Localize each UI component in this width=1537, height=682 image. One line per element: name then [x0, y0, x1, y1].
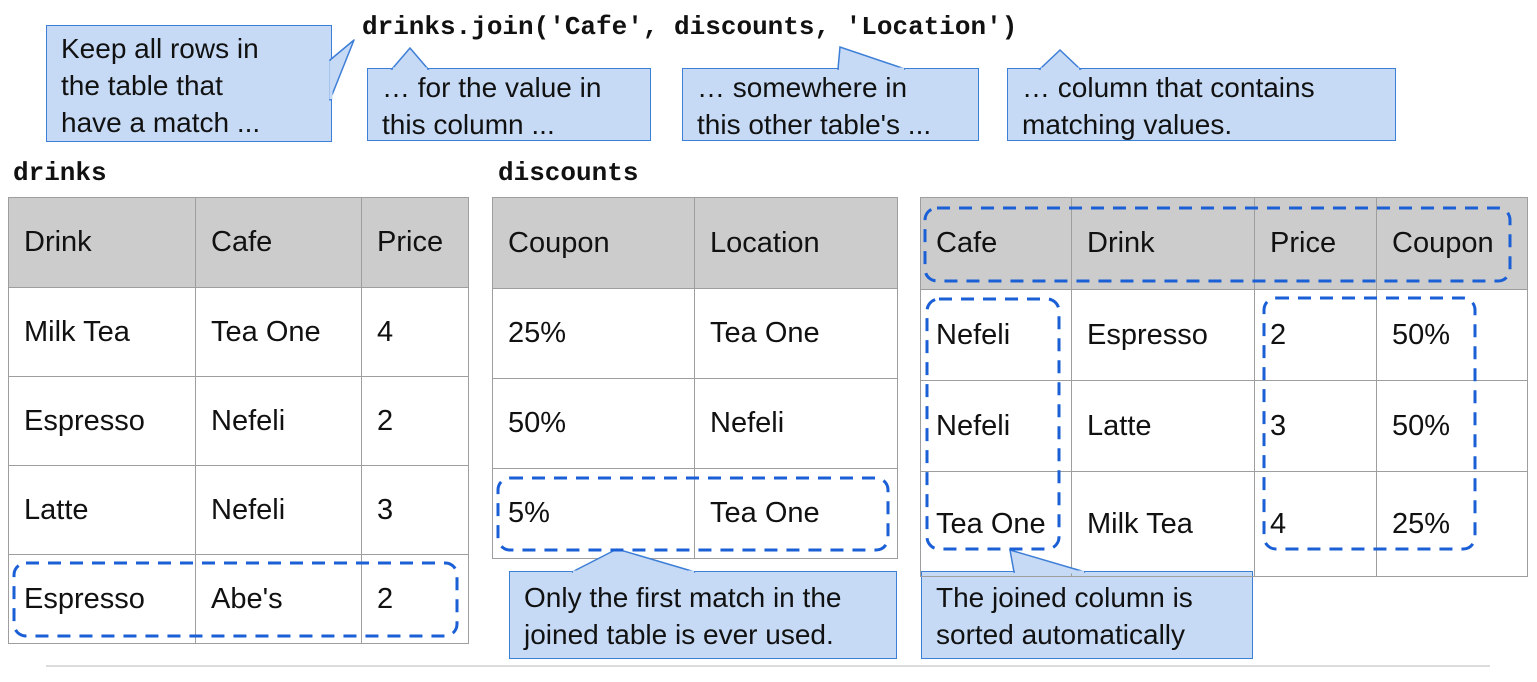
table-cell: Nefeli: [694, 378, 898, 469]
table-cell: Tea One: [694, 468, 898, 559]
callout-first-match: Only the first match in the joined table…: [509, 571, 897, 659]
column-header: Coupon: [1376, 197, 1528, 290]
callout-sorted: The joined column is sorted automaticall…: [921, 571, 1253, 659]
table-cell: 50%: [492, 378, 695, 469]
table-cell: Tea One: [694, 288, 898, 379]
table-cell: Latte: [8, 465, 196, 555]
drinks-header-row: Drink Cafe Price: [8, 197, 469, 288]
table-cell: Milk Tea: [1071, 471, 1255, 577]
column-header: Price: [361, 197, 469, 288]
table-cell: Nefeli: [195, 376, 362, 466]
join-code-expression: drinks.join('Cafe', discounts, 'Location…: [362, 12, 1018, 42]
table-row: Tea One Milk Tea 4 25%: [920, 471, 1528, 577]
table-row: Nefeli Espresso 2 50%: [920, 289, 1528, 381]
table-cell: 25%: [1376, 471, 1528, 577]
callout-pointer: [390, 46, 430, 70]
table-cell: 4: [361, 287, 469, 377]
drinks-table: Drink Cafe Price Milk Tea Tea One 4 Espr…: [8, 197, 469, 644]
table-cell: Nefeli: [920, 289, 1072, 381]
table-cell: 4: [1254, 471, 1377, 577]
column-header: Location: [694, 197, 898, 289]
table-cell: Nefeli: [195, 465, 362, 555]
table-row: 5% Tea One: [492, 468, 898, 559]
table-cell: Espresso: [8, 554, 196, 644]
column-header: Coupon: [492, 197, 695, 289]
table-cell: 3: [1254, 380, 1377, 472]
table-cell: 3: [361, 465, 469, 555]
table-row: Milk Tea Tea One 4: [8, 287, 469, 377]
joined-header-row: Cafe Drink Price Coupon: [920, 197, 1528, 290]
table-row: Latte Nefeli 3: [8, 465, 469, 555]
callout-somewhere: … somewhere in this other table's ...: [682, 68, 979, 141]
table-cell: Espresso: [8, 376, 196, 466]
callout-pointer: [837, 45, 906, 70]
table-row: 50% Nefeli: [492, 378, 898, 469]
table-cell: Tea One: [195, 287, 362, 377]
table-cell: 50%: [1376, 289, 1528, 381]
table-row: Espresso Nefeli 2: [8, 376, 469, 466]
table-cell: 25%: [492, 288, 695, 379]
table-cell: 2: [1254, 289, 1377, 381]
table-cell: 2: [361, 554, 469, 644]
drinks-table-title: drinks: [13, 158, 107, 188]
column-header: Drink: [1071, 197, 1255, 290]
discounts-table: Coupon Location 25% Tea One 50% Nefeli 5…: [492, 197, 898, 559]
column-header: Drink: [8, 197, 196, 288]
table-cell: Latte: [1071, 380, 1255, 472]
callout-pointer: [1038, 48, 1082, 70]
column-header: Cafe: [920, 197, 1072, 290]
callout-pointer: [329, 39, 355, 101]
joined-table: Cafe Drink Price Coupon Nefeli Espresso …: [920, 197, 1528, 577]
callout-for-value: … for the value in this column ...: [367, 68, 651, 141]
table-cell: Espresso: [1071, 289, 1255, 381]
table-cell: Nefeli: [920, 380, 1072, 472]
table-cell: 2: [361, 376, 469, 466]
table-row: Espresso Abe's 2: [8, 554, 469, 644]
discounts-header-row: Coupon Location: [492, 197, 898, 289]
table-cell: 5%: [492, 468, 695, 559]
table-row: 25% Tea One: [492, 288, 898, 379]
table-cell: Milk Tea: [8, 287, 196, 377]
table-row: Nefeli Latte 3 50%: [920, 380, 1528, 472]
table-cell: Tea One: [920, 471, 1072, 577]
table-cell: 50%: [1376, 380, 1528, 472]
column-header: Cafe: [195, 197, 362, 288]
callout-keep-rows: Keep all rows in the table that have a m…: [46, 25, 332, 142]
column-header: Price: [1254, 197, 1377, 290]
discounts-table-title: discounts: [498, 158, 639, 188]
table-cell: Abe's: [195, 554, 362, 644]
callout-column-contains: … column that contains matching values.: [1007, 68, 1396, 141]
